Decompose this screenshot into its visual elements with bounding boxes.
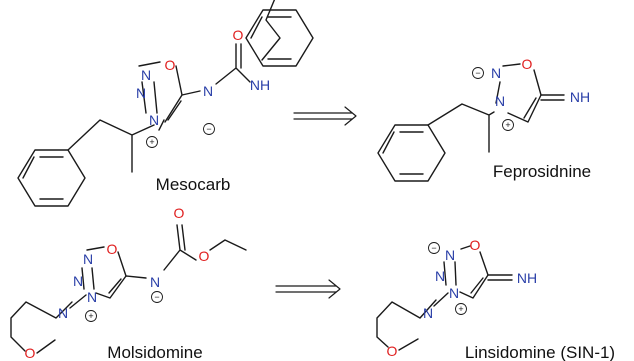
mesocarb-minus-charge: − xyxy=(203,123,215,135)
linsidomine-plus-charge: + xyxy=(455,303,467,315)
svg-text:+: + xyxy=(88,311,93,321)
mesocarb-atom-n-exo: N xyxy=(203,83,213,99)
svg-text:−: − xyxy=(475,68,480,78)
molsidomine-carbamate-chain xyxy=(125,224,247,279)
retrosynthetic-arrow-1 xyxy=(293,106,357,126)
molsidomine-name: Molsidomine xyxy=(107,343,202,361)
mesocarb-phenyl-ring xyxy=(17,149,86,207)
linsidomine-imine-bond xyxy=(487,274,513,281)
molsidomine-atom-n3: N xyxy=(87,289,97,305)
molsidomine-plus-charge: + xyxy=(85,310,97,322)
linsidomine-atom-n-dbl: N xyxy=(435,268,445,284)
mesocarb-name: Mesocarb xyxy=(156,175,231,194)
svg-text:+: + xyxy=(458,304,463,314)
svg-text:+: + xyxy=(149,137,154,147)
mesocarb-plus-charge: + xyxy=(146,136,158,148)
feprosidnine-sydnone-ring xyxy=(495,63,542,123)
molsidomine-atom-morpholine-n: N xyxy=(58,305,68,321)
retrosynthetic-arrow-2 xyxy=(275,279,341,299)
molecule-molsidomine: N N O N O O N N O + − Molsidomine xyxy=(10,205,247,361)
molsidomine-atom-morpholine-o: O xyxy=(25,345,36,361)
feprosidnine-atom-nh: NH xyxy=(570,89,590,105)
linsidomine-atom-nh: NH xyxy=(517,270,537,286)
linsidomine-atom-o1: O xyxy=(470,237,481,253)
feprosidnine-minus-charge: − xyxy=(472,67,484,79)
linsidomine-atom-morpholine-n: N xyxy=(423,305,433,321)
molsidomine-atom-n2: N xyxy=(83,251,93,267)
molsidomine-sydnone-ring xyxy=(81,246,127,299)
feprosidnine-side-chain xyxy=(427,103,495,153)
molecule-mesocarb: N N O N O NH N + − Mesocarb xyxy=(17,0,314,207)
linsidomine-n-n-bond xyxy=(433,292,449,307)
mesocarb-urea-chain xyxy=(181,43,251,96)
svg-text:−: − xyxy=(154,292,159,302)
feprosidnine-phenyl-ring xyxy=(377,124,446,182)
molsidomine-n-n-bond xyxy=(69,294,87,309)
molsidomine-atom-n-dbl: N xyxy=(73,273,83,289)
mesocarb-atom-n3: N xyxy=(149,112,159,128)
feprosidnine-imine-bond xyxy=(540,94,565,101)
mesocarb-atom-n-dbl: N xyxy=(136,85,146,101)
feprosidnine-atom-n2: N xyxy=(491,65,501,81)
svg-text:−: − xyxy=(431,243,436,253)
molsidomine-atom-ester-o: O xyxy=(199,248,210,264)
molecule-linsidomine: N N O NH N N O − + Linsidomine (SIN-1) xyxy=(376,237,615,361)
linsidomine-atom-n3: N xyxy=(449,285,459,301)
linsidomine-atom-n2: N xyxy=(445,247,455,263)
linsidomine-morpholine-ring xyxy=(376,299,437,348)
molsidomine-morpholine-ring xyxy=(10,301,73,352)
molsidomine-atom-o1: O xyxy=(107,241,118,257)
feprosidnine-plus-charge: + xyxy=(502,119,514,131)
feprosidnine-atom-o1: O xyxy=(522,56,533,72)
linsidomine-sydnone-ring xyxy=(443,245,489,299)
linsidomine-minus-charge: − xyxy=(428,242,440,254)
mesocarb-side-chain xyxy=(67,119,155,173)
mesocarb-atom-n2: N xyxy=(141,67,151,83)
mesocarb-atom-o1: O xyxy=(165,57,176,73)
molecule-feprosidnine: N N O NH − + Feprosidnine xyxy=(377,56,591,182)
feprosidnine-name: Feprosidnine xyxy=(493,162,591,181)
svg-text:−: − xyxy=(206,124,211,134)
mesocarb-atom-carbonyl-o: O xyxy=(233,27,244,43)
svg-text:+: + xyxy=(505,120,510,130)
molsidomine-minus-charge: − xyxy=(151,291,163,303)
molsidomine-atom-n-exo: N xyxy=(150,274,160,290)
mesocarb-atom-nh: NH xyxy=(250,77,270,93)
feprosidnine-atom-n3: N xyxy=(495,93,505,109)
mesocarb-sydnone-ring xyxy=(138,61,183,131)
mesocarb-anilide-ring xyxy=(245,0,314,67)
linsidomine-atom-morpholine-o: O xyxy=(387,343,398,359)
linsidomine-name: Linsidomine (SIN-1) xyxy=(465,343,615,361)
molsidomine-atom-carbonyl-o: O xyxy=(174,205,185,221)
